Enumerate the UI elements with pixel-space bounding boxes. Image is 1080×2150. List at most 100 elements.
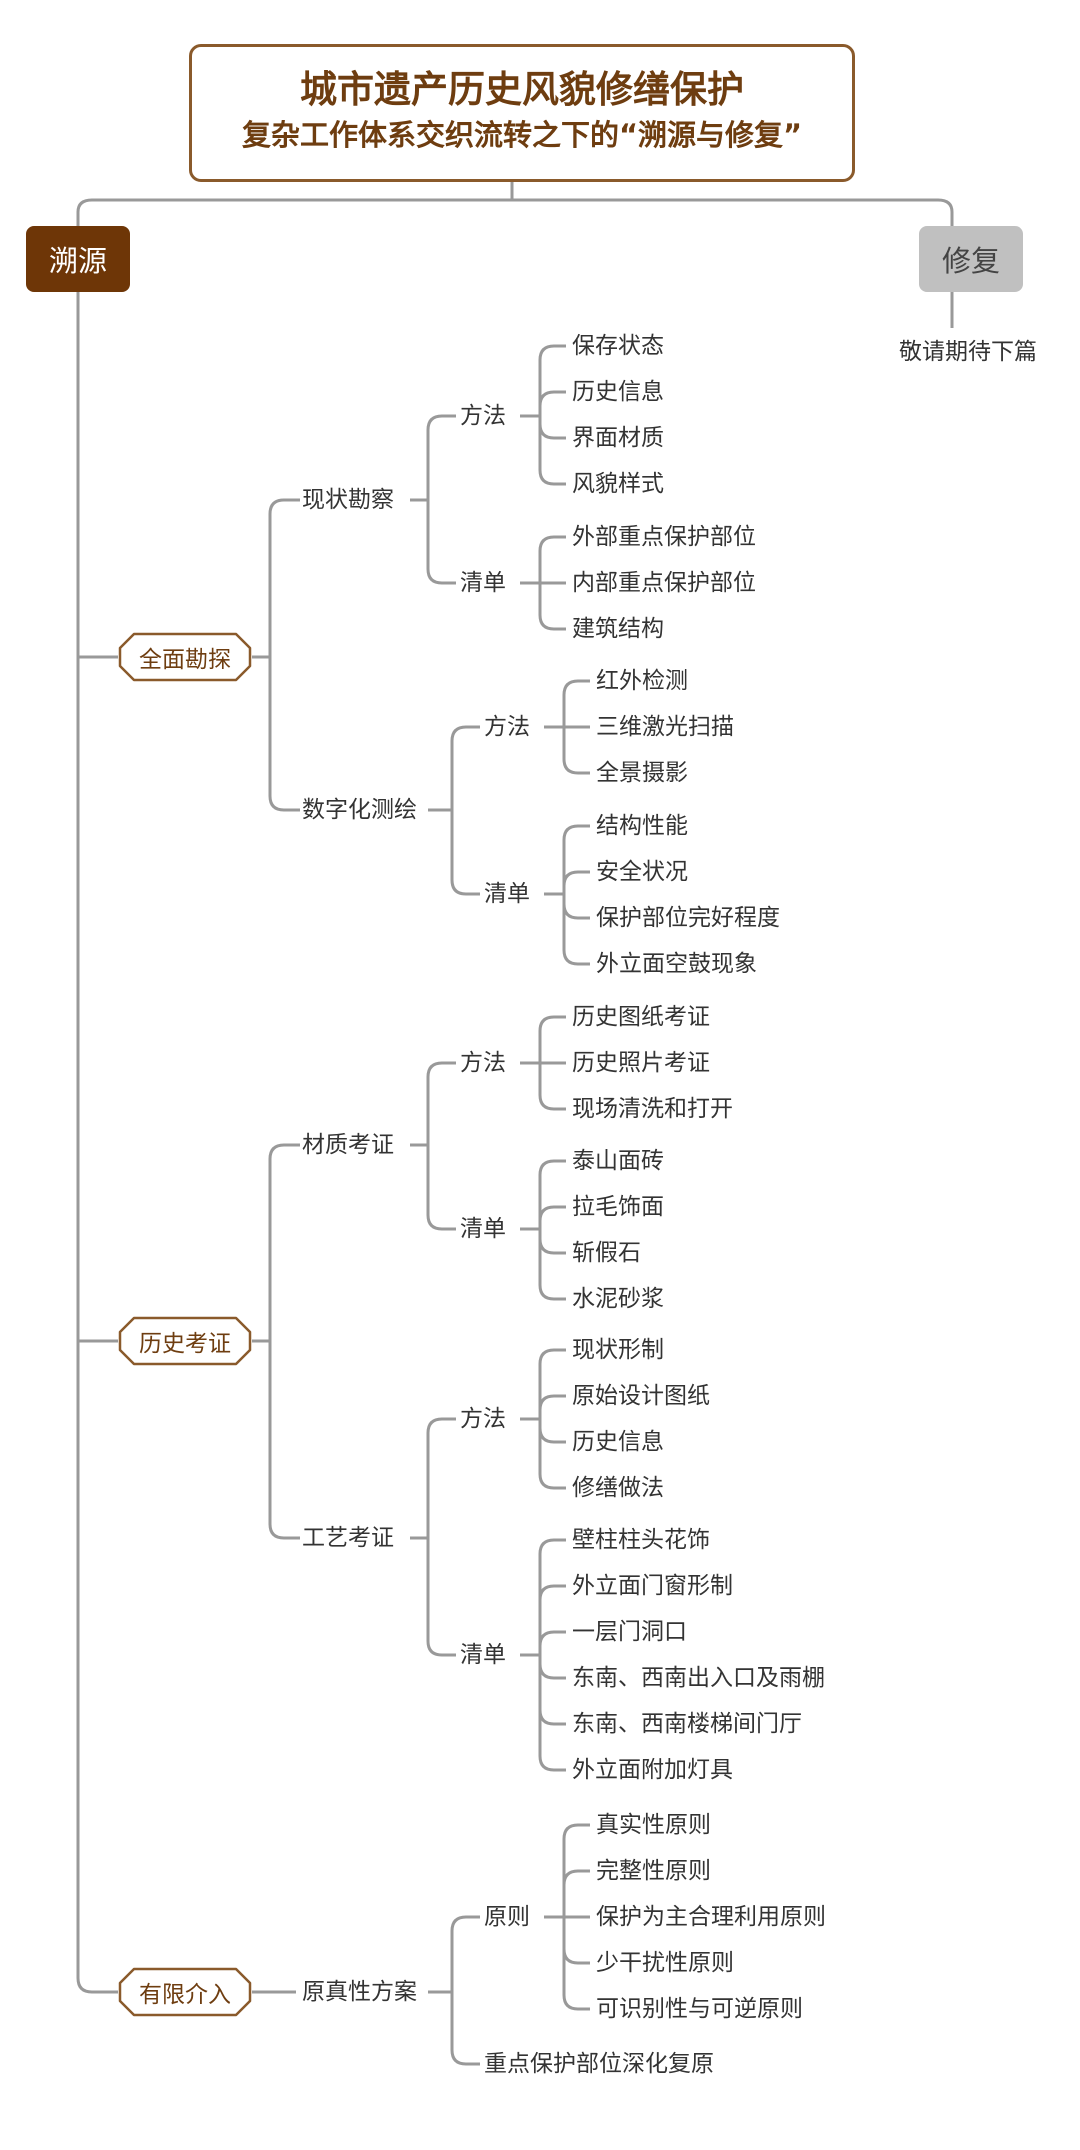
connector-line [538,1015,566,1032]
pill-outline [118,1967,252,2017]
pill-label: 历史考证 [139,1331,231,1357]
branch-repair-button[interactable]: 修复 [919,226,1023,292]
connector-line [538,1205,566,1222]
list-label: 清单 [484,881,530,907]
title-subtitle: 复杂工作体系交织流转之下的“溯源与修复” [241,118,803,152]
connector-line [538,1584,566,1601]
leaf-item: 内部重点保护部位 [572,570,756,596]
leaf-item: 风貌样式 [572,471,664,497]
leaf-item: 完整性原则 [596,1858,711,1884]
method-label: 方法 [484,714,530,740]
connector-line [562,824,590,841]
connector-line [450,879,480,896]
connector-line [562,1994,590,2011]
leaf-item: 可识别性与可逆原则 [596,1996,803,2022]
title-box: 城市遗产历史风貌修缮保护 复杂工作体系交织流转之下的“溯源与修复” [189,44,855,182]
leaf-item: 保存状态 [572,333,664,359]
leaf-item: 全景摄影 [596,760,688,786]
group-history-research[interactable]: 历史考证 [118,1316,252,1366]
connector-line [538,535,566,552]
leaf-item: 重点保护部位深化复原 [484,2051,714,2077]
pill-label: 全面勘探 [139,647,231,673]
connector-line [538,1663,566,1680]
leaf-item: 东南、西南出入口及雨棚 [572,1665,825,1691]
connector-line [538,1538,566,1555]
method-label: 方法 [460,403,506,429]
connector-line [538,1394,566,1411]
subtopic-digital-mapping: 数字化测绘 [302,797,417,823]
list-label: 清单 [460,1216,506,1242]
connector-line [450,1915,480,1932]
leaf-item: 历史图纸考证 [572,1004,710,1030]
connector-line [562,758,590,775]
leaf-item: 结构性能 [596,813,688,839]
list-label: 清单 [460,570,506,596]
leaf-item: 界面材质 [572,425,664,451]
connector-line [268,795,300,812]
connector-line [562,870,590,887]
connector-line [538,1630,566,1647]
method-label: 方法 [460,1050,506,1076]
subtopic-authenticity-plan: 原真性方案 [302,1979,417,2005]
leaf-item: 少干扰性原则 [596,1950,734,1976]
subtopic-survey: 现状勘察 [302,487,394,513]
leaf-item: 保护部位完好程度 [596,905,780,931]
connector-line [538,1709,566,1726]
subtopic-material-research: 材质考证 [302,1132,394,1158]
leaf-item: 泰山面砖 [572,1148,664,1174]
connector-line [562,1869,590,1886]
leaf-item: 修缮做法 [572,1475,664,1501]
group-limited-intervention[interactable]: 有限介入 [118,1967,252,2017]
method-label: 方法 [460,1406,506,1432]
connector-line [538,390,566,407]
leaf-item: 外部重点保护部位 [572,524,756,550]
connector-line [538,1755,566,1772]
connector-line [562,949,590,966]
connector-line [538,469,566,486]
list-label: 清单 [460,1642,506,1668]
leaf-item: 斩假石 [572,1240,641,1266]
repair-note: 敬请期待下篇 [899,339,1037,365]
connector-line [538,1427,566,1444]
connector-line [538,344,566,361]
pill-outline [118,632,252,682]
leaf-item: 现场清洗和打开 [572,1096,733,1122]
leaf-item: 三维激光扫描 [596,714,734,740]
leaf-item: 历史信息 [572,1429,664,1455]
connector-line [538,423,566,440]
connector-line [426,1214,456,1231]
connector-line [562,1823,590,1840]
connector-line [450,2049,480,2066]
leaf-item: 真实性原则 [596,1812,711,1838]
connector-line [76,198,954,226]
leaf-item: 原始设计图纸 [572,1383,710,1409]
connector-line [426,414,456,431]
connector-line [538,1473,566,1490]
connector-line [538,1238,566,1255]
leaf-item: 外立面空鼓现象 [596,951,757,977]
leaf-item: 外立面门窗形制 [572,1573,733,1599]
pill-label: 有限介入 [139,1982,231,2008]
connector-line [562,903,590,920]
leaf-item: 壁柱柱头花饰 [572,1527,710,1553]
connector-line [268,1523,300,1540]
connector-line [562,1948,590,1965]
subtopic-craft-research: 工艺考证 [302,1525,394,1551]
connector-line [268,1143,300,1160]
connector-line [426,568,456,585]
connector-line [538,1348,566,1365]
leaf-item: 外立面附加灯具 [572,1757,733,1783]
pill-outline [118,1316,252,1366]
leaf-item: 水泥砂浆 [572,1286,664,1312]
connector-line [76,292,118,1994]
leaf-item: 建筑结构 [572,616,664,642]
branch-trace-button[interactable]: 溯源 [26,226,130,292]
leaf-item: 保护为主合理利用原则 [596,1904,826,1930]
connector-line [538,614,566,631]
leaf-item: 拉毛饰面 [572,1194,664,1220]
title-main: 城市遗产历史风貌修缮保护 [300,68,744,111]
group-full-survey[interactable]: 全面勘探 [118,632,252,682]
leaf-item: 安全状况 [596,859,688,885]
connector-line [562,679,590,696]
